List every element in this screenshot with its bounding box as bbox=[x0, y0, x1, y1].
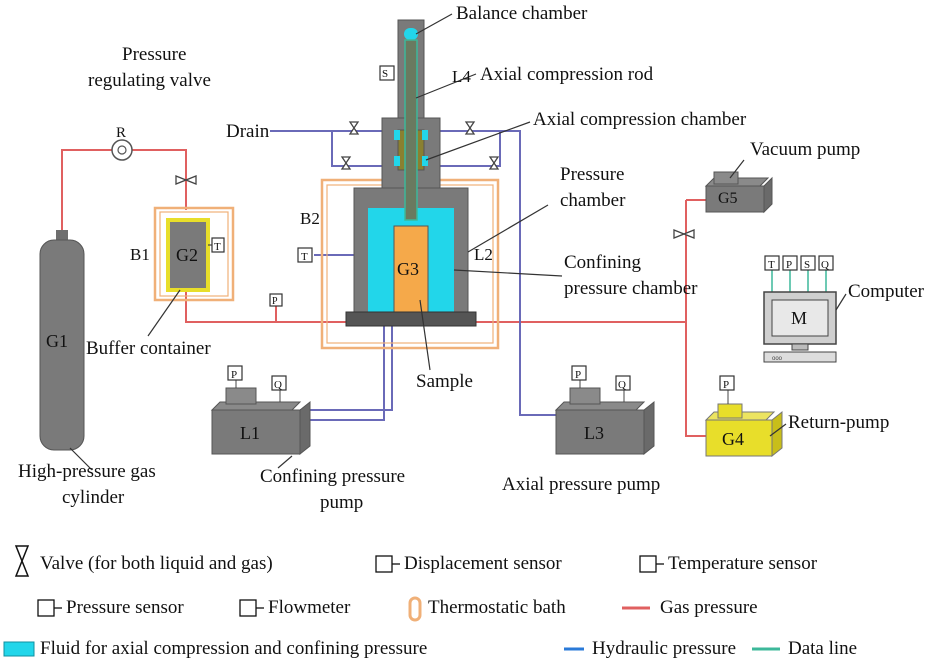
sensor-letter: Q bbox=[618, 379, 626, 391]
pressure-sensor-icon bbox=[719, 375, 735, 391]
gas-cylinder-label-1: High-pressure gas bbox=[18, 461, 156, 482]
balance-chamber-label: Balance chamber bbox=[456, 3, 588, 24]
valve-icon bbox=[673, 229, 695, 239]
thermostatic-bath-icon bbox=[408, 596, 422, 622]
leader-lines bbox=[69, 13, 847, 471]
temperature-sensor-icon bbox=[297, 247, 313, 263]
legend-thermostatic: Thermostatic bath bbox=[428, 597, 566, 618]
pressure-chamber-label-1: Pressure bbox=[560, 164, 625, 185]
b2-label: B2 bbox=[300, 209, 320, 228]
component-m: M bbox=[791, 308, 808, 328]
gas-cylinder-g1 bbox=[39, 230, 85, 451]
confining-pressure-chamber-label-2: pressure chamber bbox=[564, 278, 698, 299]
sensor-letter: T bbox=[768, 259, 775, 271]
valve-icon bbox=[340, 156, 352, 170]
valve-icon bbox=[348, 121, 360, 135]
pressure-sensor-icon bbox=[269, 293, 283, 307]
axial-compression-chamber-label: Axial compression chamber bbox=[533, 109, 747, 130]
buffer-container-label: Buffer container bbox=[86, 338, 211, 359]
drain-label: Drain bbox=[226, 121, 270, 142]
valve-icon bbox=[14, 545, 30, 577]
vacuum-pump-label: Vacuum pump bbox=[750, 139, 861, 160]
sample-label: Sample bbox=[416, 371, 473, 392]
computer-m: ooo bbox=[763, 291, 837, 363]
flowmeter-icon bbox=[818, 255, 834, 271]
legend-valve: Valve (for both liquid and gas) bbox=[40, 553, 273, 574]
component-g1: G1 bbox=[46, 331, 68, 351]
gas-lines bbox=[61, 149, 714, 437]
valve-icon bbox=[488, 156, 500, 170]
confining-pressure-chamber-label-1: Confining bbox=[564, 252, 642, 273]
data-lines bbox=[771, 270, 827, 294]
valve-icon bbox=[464, 121, 476, 135]
sensor-letter: T bbox=[301, 251, 308, 263]
confining-pump-label-2: pump bbox=[320, 492, 364, 513]
pressure-sensor-icon bbox=[782, 255, 798, 271]
sensor-letter: S bbox=[804, 259, 811, 271]
sensor-letter: P bbox=[231, 369, 238, 381]
regulating-valve bbox=[111, 139, 133, 161]
flowmeter-icon bbox=[615, 375, 631, 391]
displacement-sensor-icon bbox=[379, 65, 395, 81]
pressure-sensor-icon bbox=[37, 599, 55, 617]
temperature-sensor-icon bbox=[639, 555, 657, 573]
sensor-letter: T bbox=[214, 241, 221, 253]
svg-text:ooo: ooo bbox=[772, 356, 783, 362]
regulating-valve-label-1: Pressure bbox=[122, 44, 187, 65]
regulator-label: R bbox=[116, 125, 127, 141]
sensor-letter: P bbox=[723, 379, 730, 391]
legend-hydraulic: Hydraulic pressure bbox=[592, 638, 737, 659]
sensor-letter: Q bbox=[274, 379, 282, 391]
gas-cylinder-label-2: cylinder bbox=[62, 487, 125, 508]
b1-label: B1 bbox=[130, 245, 150, 264]
return-pump-label: Return-pump bbox=[788, 412, 890, 433]
displacement-sensor-icon bbox=[800, 255, 816, 271]
legend-pressure: Pressure sensor bbox=[66, 597, 184, 618]
return-pump-g4 bbox=[704, 390, 783, 458]
pressure-sensor-icon bbox=[227, 365, 243, 381]
sensor-letter: Q bbox=[821, 259, 829, 271]
component-g5: G5 bbox=[718, 190, 738, 207]
flowmeter-icon bbox=[239, 599, 257, 617]
legend-symbols bbox=[3, 545, 780, 657]
component-g2: G2 bbox=[176, 245, 198, 265]
sensor-boxes bbox=[211, 65, 834, 391]
displacement-sensor-icon bbox=[375, 555, 393, 573]
legend-gas: Gas pressure bbox=[660, 597, 758, 618]
pressure-chamber-label-2: chamber bbox=[560, 190, 626, 211]
component-g4: G4 bbox=[722, 429, 744, 449]
temperature-sensor-icon bbox=[211, 237, 225, 253]
legend-fluid: Fluid for axial compression and confinin… bbox=[40, 638, 428, 659]
computer-label: Computer bbox=[848, 281, 924, 302]
pressure-chamber bbox=[345, 19, 477, 327]
legend-temperature: Temperature sensor bbox=[668, 553, 818, 574]
regulating-valve-label-2: regulating valve bbox=[88, 70, 211, 91]
legend-flowmeter: Flowmeter bbox=[268, 597, 351, 618]
pressure-sensor-icon bbox=[571, 365, 587, 381]
flowmeter-icon bbox=[271, 375, 287, 391]
axial-rod-label: Axial compression rod bbox=[480, 64, 654, 85]
sensor-letter: P bbox=[575, 369, 582, 381]
legend-data: Data line bbox=[788, 638, 858, 659]
valves bbox=[175, 121, 695, 239]
temperature-sensor-icon bbox=[764, 255, 780, 271]
thermostatic-bath-b1 bbox=[153, 206, 235, 302]
l4-label: L4 bbox=[452, 67, 471, 86]
axial-pressure-pump-label: Axial pressure pump bbox=[502, 474, 661, 495]
sensor-letter: P bbox=[272, 296, 278, 307]
component-g3: G3 bbox=[397, 259, 419, 279]
component-l1: L1 bbox=[240, 423, 260, 443]
sensor-letter: P bbox=[786, 259, 793, 271]
vacuum-pump-g5 bbox=[704, 171, 773, 214]
valve-icon bbox=[175, 175, 197, 185]
confining-pump-label-1: Confining pressure bbox=[260, 466, 406, 487]
legend-displacement: Displacement sensor bbox=[404, 553, 562, 574]
l2-label: L2 bbox=[474, 245, 493, 264]
axial-pressure-pump-l3 bbox=[554, 380, 655, 456]
confining-pressure-pump-l1 bbox=[210, 380, 311, 456]
sensor-letter: S bbox=[382, 68, 389, 80]
fluid-icon bbox=[3, 641, 35, 657]
component-l3: L3 bbox=[584, 423, 604, 443]
